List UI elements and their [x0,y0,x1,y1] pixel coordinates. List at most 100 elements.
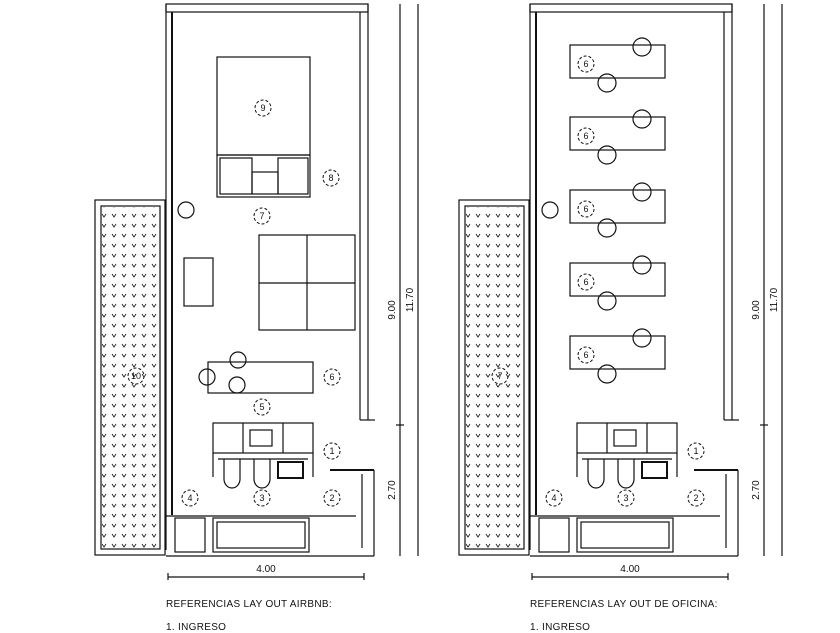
terrace-outline [458,199,530,556]
label-2: 2 [329,493,334,503]
shower-tray [641,461,668,479]
terrace-planted-area [464,205,525,550]
dimension-9: 9.00 [751,300,762,320]
column-circle [541,201,559,219]
label-3-circle [617,489,635,507]
window-planter [576,517,674,553]
desk-label-circle [577,127,595,145]
terrace-label-circle [127,367,145,385]
toilet [223,459,241,489]
window-planter-inner [216,521,306,549]
terrace-hatch [102,207,159,548]
dimension-width: 4.00 [256,564,276,575]
desk-label: 6 [583,59,588,69]
label-1-circle [687,442,705,460]
desk-3 [569,189,666,224]
terrace-outline [94,199,166,556]
window-planter [212,517,310,553]
chair [632,255,652,275]
dimension-2-70: 2.70 [387,480,398,500]
stool [229,351,247,369]
dimension-width: 4.00 [620,564,640,575]
bathroom-counter [212,422,314,454]
references-title-airbnb: REFERENCIAS LAY OUT AIRBNB: [166,599,332,610]
bidet [253,459,271,489]
chair [597,218,617,238]
bottom-cabinet [538,517,570,553]
terrace-label: 10 [131,371,141,381]
dimension-9: 9.00 [387,300,398,320]
desk-label-circle [577,346,595,364]
window-planter-inner [580,521,670,549]
desk-label-circle [577,200,595,218]
reference-item-oficina: 1. INGRESO [530,622,591,633]
bidet [617,459,635,489]
desk-label-circle [577,55,595,73]
label-4: 4 [187,493,192,503]
kitchen-counter [207,361,314,394]
side-console [183,257,214,307]
label-9-circle [254,99,272,117]
sink [613,429,637,447]
toilet [587,459,605,489]
desk-label: 6 [583,131,588,141]
top-wall [165,3,369,13]
label-2-circle [323,489,341,507]
label-5: 5 [259,402,264,412]
label-2-circle [687,489,705,507]
desk-5 [569,335,666,370]
label-1: 1 [693,446,698,456]
chair [632,182,652,202]
sofa [216,154,311,198]
dimension-11-70: 11.70 [405,287,416,312]
desk-4 [569,262,666,297]
chair [597,291,617,311]
terrace-label-circle [491,367,509,385]
terrace-label: 7 [497,371,502,381]
label-6-circle [323,368,341,386]
dimension-2-70: 2.70 [751,480,762,500]
dimension-11-70: 11.70 [769,287,780,312]
chair [632,109,652,129]
stool [228,376,246,394]
desk-1 [569,44,666,79]
references-title-oficina: REFERENCIAS LAY OUT DE OFICINA: [530,599,718,610]
chair [632,37,652,57]
chair [632,328,652,348]
label-4: 4 [551,493,556,503]
sink [249,429,273,447]
armchair [219,157,253,195]
chair [597,364,617,384]
label-3-circle [253,489,271,507]
label-2: 2 [693,493,698,503]
armchair [277,157,309,195]
label-6: 6 [329,372,334,382]
label-8: 8 [328,173,333,183]
bathroom-counter [576,422,678,454]
label-7-circle [253,207,271,225]
top-wall [529,3,733,13]
label-1-circle [323,442,341,460]
stool [198,368,216,386]
desk-label-circle [577,273,595,291]
desk-2 [569,116,666,151]
terrace-planted-area [100,205,161,550]
desk-label: 6 [583,350,588,360]
chair [597,145,617,165]
terrace-hatch [466,207,523,548]
label-8-circle [322,169,340,187]
bottom-cabinet [174,517,206,553]
label-1: 1 [329,446,334,456]
coffee-table [251,171,279,195]
label-5-circle [253,398,271,416]
reference-item-airbnb: 1. INGRESO [166,622,227,633]
chair [597,73,617,93]
column-circle [177,201,195,219]
label-3: 3 [259,493,264,503]
desk-label: 6 [583,277,588,287]
label-7: 7 [259,211,264,221]
shower-tray [277,461,304,479]
